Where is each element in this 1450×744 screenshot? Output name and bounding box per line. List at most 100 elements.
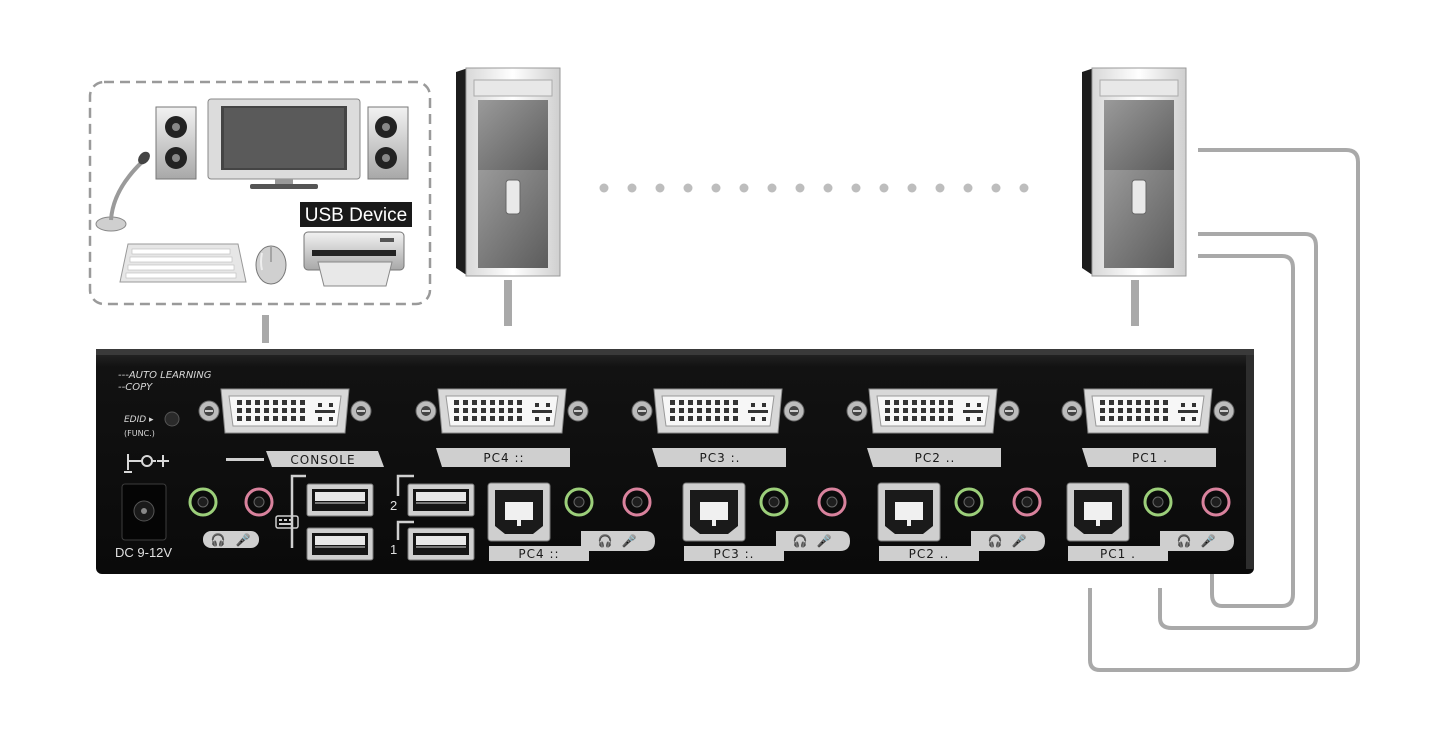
- auto-learning-label: ---AUTO LEARNING: [118, 370, 212, 381]
- headphone-icon: 🎧: [988, 534, 1003, 548]
- usb-hub-port-1[interactable]: [407, 527, 475, 561]
- dc-voltage-label: DC 9-12V: [115, 545, 172, 560]
- pc1-tower-icon: [1082, 67, 1187, 326]
- pc3-video-label-bg: [652, 448, 786, 467]
- pc4-dvi-port[interactable]: [415, 388, 589, 434]
- console-dvi-port[interactable]: [198, 388, 372, 434]
- usb-hub-number-2: 2: [390, 498, 397, 513]
- headphone-icon: 🎧: [793, 534, 808, 548]
- left-speaker-icon: [155, 106, 197, 180]
- console-dashed-box: [88, 80, 432, 306]
- microphone-icon: [95, 151, 150, 232]
- pc4-mic-jack[interactable]: [622, 487, 652, 517]
- console-usb-ports: [306, 483, 374, 561]
- pc2-video-label-bg: [867, 448, 1001, 467]
- pc-port-groups: PC4 ::PC4 ::🎧🎤PC3 :.PC3 :.🎧🎤PC2 ..PC2 ..…: [415, 388, 1235, 561]
- pc3-usb-label-bg: [684, 546, 784, 561]
- keyboard-small-icon: [275, 515, 299, 529]
- pc1-dvi-port[interactable]: [1061, 388, 1235, 434]
- dc-polarity-icon: [124, 454, 169, 473]
- dot: [795, 183, 805, 193]
- pc4-audio-label-bg: [581, 531, 655, 551]
- headphone-icon: 🎧: [1177, 534, 1192, 548]
- keyboard-icon: [119, 243, 247, 283]
- dot: [963, 183, 973, 193]
- pc1-audio-label-bg: [1160, 531, 1234, 551]
- pc2-video-label: PC2 ..: [915, 451, 956, 465]
- mic-icon: 🎤: [817, 533, 832, 548]
- pc3-audio-label-bg: [776, 531, 850, 551]
- edid-func-button[interactable]: [164, 411, 180, 427]
- pc1-usb-b-port[interactable]: [1066, 482, 1130, 542]
- func-label: (FUNC.): [124, 429, 155, 438]
- pc4-port-group: PC4 ::PC4 ::🎧 🎤: [415, 388, 655, 561]
- dot: [879, 183, 889, 193]
- pc2-usb-label-bg: [879, 546, 979, 561]
- pc1-usb-label: PC1 .: [1100, 547, 1136, 561]
- pc2-dvi-port[interactable]: [846, 388, 1020, 434]
- mouse-icon: [255, 245, 287, 285]
- usb-hub-bracket: [396, 474, 414, 540]
- right-speaker-icon: [367, 106, 409, 180]
- pc2-usb-label: PC2 ..: [909, 547, 950, 561]
- kvm-rear-panel: ---AUTO LEARNING --COPY EDID ▸ (FUNC.) D…: [96, 349, 1254, 574]
- pc3-dvi-port[interactable]: [631, 388, 805, 434]
- pc1-cables: [1088, 148, 1360, 672]
- pc4-tower-icon: [456, 67, 561, 326]
- dot: [907, 183, 917, 193]
- console-usb-port-top[interactable]: [306, 483, 374, 517]
- dot: [683, 183, 693, 193]
- usb-hub-ports: [407, 483, 475, 561]
- pc2-mic-jack[interactable]: [1012, 487, 1042, 517]
- monitor-icon: [207, 98, 361, 189]
- dot: [711, 183, 721, 193]
- console-usb-port-bottom[interactable]: [306, 527, 374, 561]
- console-devices-group: USB Device: [88, 80, 432, 343]
- pc3-usb-b-port[interactable]: [682, 482, 746, 542]
- console-dvi-connector[interactable]: [198, 388, 372, 434]
- pc1-mic-jack[interactable]: [1201, 487, 1231, 517]
- usb-hub-port-2[interactable]: [407, 483, 475, 517]
- dot: [627, 183, 637, 193]
- pc1-video-label: PC1 .: [1132, 451, 1168, 465]
- pc3-video-label: PC3 :.: [700, 451, 741, 465]
- console-speaker-jack[interactable]: [188, 487, 218, 517]
- console-cable: [262, 315, 269, 343]
- pc1-video-label-bg: [1082, 448, 1216, 467]
- pc2-usb-b-port[interactable]: [877, 482, 941, 542]
- dot: [655, 183, 665, 193]
- usb-hub-number-1: 1: [390, 542, 397, 557]
- pc3-usb-label: PC3 :.: [714, 547, 755, 561]
- mic-icon: 🎤: [1012, 533, 1027, 548]
- pc3-mic-jack[interactable]: [817, 487, 847, 517]
- pc4-usb-label: PC4 ::: [518, 547, 559, 561]
- usb-device-label-bg: [300, 202, 412, 227]
- console-mic-jack[interactable]: [244, 487, 274, 517]
- dot: [823, 183, 833, 193]
- pc4-speaker-jack[interactable]: [564, 487, 594, 517]
- pc1-port-group: PC1 . PC1 . 🎧 🎤: [1061, 388, 1235, 561]
- pc2-speaker-jack[interactable]: [954, 487, 984, 517]
- dot: [991, 183, 1001, 193]
- mic-icon: 🎤: [236, 532, 251, 547]
- dot: [599, 183, 609, 193]
- pc2-port-group: PC2 .. PC2 .. 🎧 🎤: [846, 388, 1045, 561]
- headphone-icon: 🎧: [598, 534, 613, 548]
- pc4-usb-b-port[interactable]: [487, 482, 551, 542]
- usb-device-label: USB Device: [305, 205, 407, 226]
- dc-power-jack[interactable]: [121, 483, 167, 541]
- console-label-bar: CONSOLE: [226, 451, 384, 467]
- mic-icon: 🎤: [622, 533, 637, 548]
- edid-label: EDID ▸: [124, 415, 154, 425]
- pc2-audio-label-bg: [971, 531, 1045, 551]
- printer-icon: [303, 231, 405, 287]
- copy-label: --COPY: [118, 382, 153, 393]
- dot: [851, 183, 861, 193]
- console-audio-label: 🎧 🎤: [203, 531, 259, 548]
- mic-icon: 🎤: [1201, 533, 1216, 548]
- pc1-speaker-jack[interactable]: [1143, 487, 1173, 517]
- pc3-speaker-jack[interactable]: [759, 487, 789, 517]
- dot: [1019, 183, 1029, 193]
- pc4-video-label: PC4 ::: [483, 451, 524, 465]
- pc3-port-group: PC3 :. PC3 :. 🎧 🎤: [631, 388, 850, 561]
